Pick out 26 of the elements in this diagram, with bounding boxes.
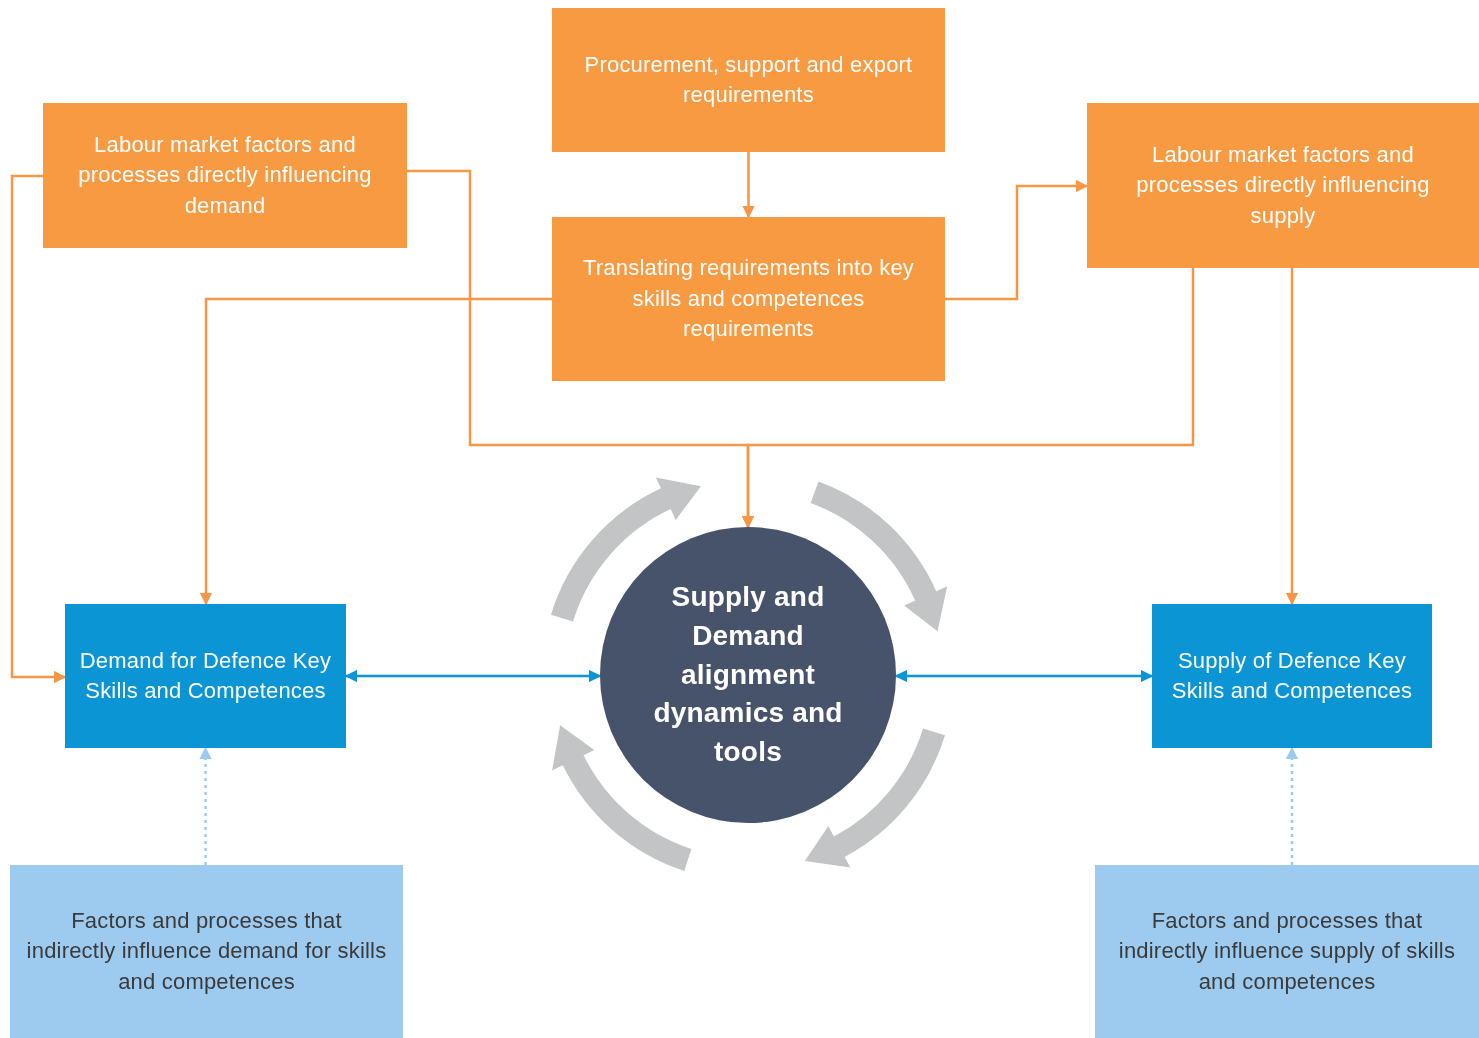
indirect-demand-box (10, 865, 403, 1038)
supply-box (1152, 604, 1432, 748)
box-label: Supply and Demand alignment dynamics and tools (652, 580, 844, 769)
demand-box (65, 604, 346, 748)
box-label: Demand for Defence Key Skills and Competences (79, 646, 332, 705)
box-label: Factors and processes that indirectly influence supply of skills and competences (1117, 906, 1457, 996)
arrow (945, 179, 1089, 301)
box-label: Translating requirements into key skills and competences requirements (581, 254, 915, 344)
arrow (199, 746, 212, 865)
box-label: Factors and processes that indirectly influence demand for skills and competences (25, 906, 388, 996)
arrow (10, 174, 67, 684)
demand-factors-box (43, 103, 407, 248)
arrow (1285, 268, 1299, 606)
indirect-supply-box (1095, 865, 1479, 1038)
arrow (741, 268, 1195, 529)
supply-factors-box (1087, 103, 1479, 268)
requirements-box (552, 8, 945, 152)
translation-box (552, 217, 945, 381)
arrow (894, 669, 1154, 683)
arrow (199, 297, 552, 606)
box-label: Procurement, support and export requirements (583, 50, 914, 109)
box-label: Labour market factors and processes directly influencing supply (1135, 140, 1431, 230)
arrow (1285, 746, 1299, 865)
box-label: Supply of Defence Key Skills and Competences (1170, 646, 1414, 705)
box-label: Labour market factors and processes directly influencing demand (77, 130, 373, 220)
arrow (742, 152, 755, 219)
